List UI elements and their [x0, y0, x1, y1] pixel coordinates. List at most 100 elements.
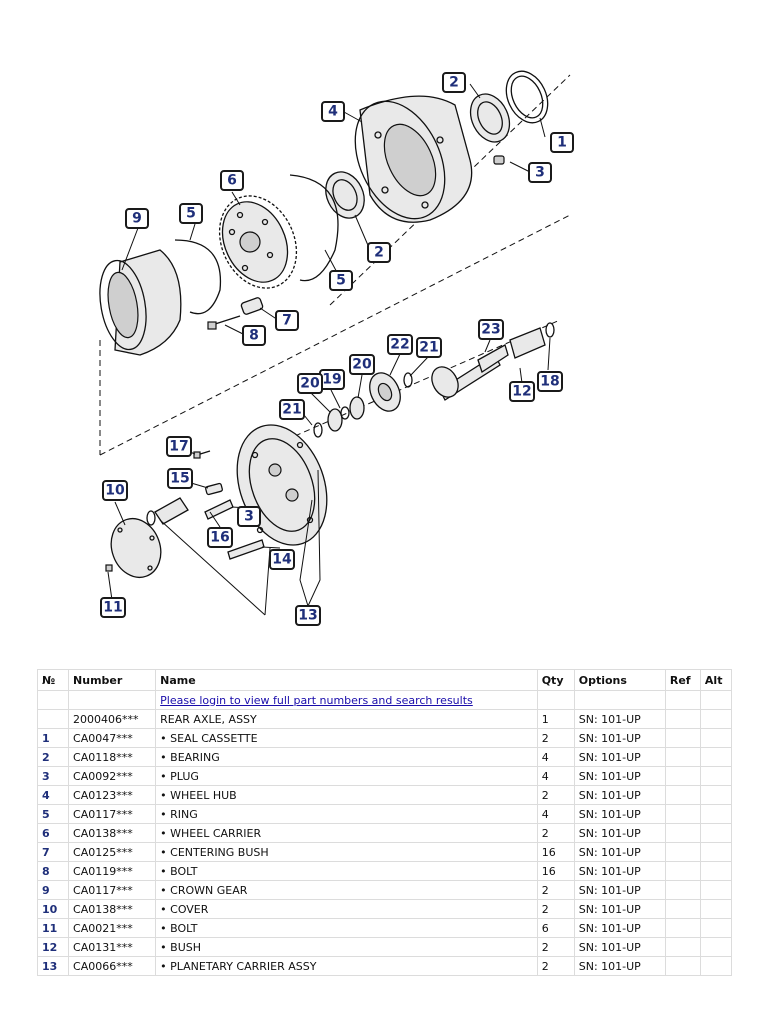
cell-options: SN: 101-UP: [573, 747, 666, 767]
cell-number: 2000406***: [68, 709, 157, 729]
svg-text:1: 1: [557, 135, 567, 151]
cell-qty: 2: [536, 880, 575, 900]
ring-shape-left: [174, 239, 222, 315]
cell-qty: 2: [536, 785, 575, 805]
cell-options: SN: 101-UP: [573, 842, 666, 862]
callout-7: 7: [275, 310, 299, 331]
wheel-carrier-shape: [218, 195, 298, 289]
cell-options: SN: 101-UP: [573, 899, 666, 919]
cell-alt: [699, 785, 733, 805]
cell-ref: [664, 785, 701, 805]
login-row-cell: [36, 690, 70, 710]
cell-qty: 2: [536, 823, 575, 843]
svg-text:15: 15: [170, 471, 189, 487]
cell-options: SN: 101-UP: [573, 937, 666, 957]
login-row-cell: [664, 690, 701, 710]
callout-8: 8: [242, 325, 266, 346]
svg-text:17: 17: [169, 439, 188, 455]
cell-index: 4: [36, 785, 70, 805]
parts-table: № Number Name Qty Options Ref Alt Please…: [36, 669, 733, 976]
pin-shape-15: [205, 482, 223, 496]
svg-text:21: 21: [282, 402, 301, 418]
cell-index: 5: [36, 804, 70, 824]
cell-number: CA0123***: [68, 785, 157, 805]
cell-name: • BEARING: [155, 747, 538, 767]
cell-alt: [699, 747, 733, 767]
cell-ref: [664, 766, 701, 786]
cell-number: CA0138***: [68, 823, 157, 843]
bearing-shape-middle: [325, 171, 365, 219]
cell-options: SN: 101-UP: [573, 918, 666, 938]
svg-text:6: 6: [227, 173, 237, 189]
svg-text:2: 2: [374, 245, 384, 261]
callout-19: 19: [319, 369, 345, 390]
login-row: Please login to view full part numbers a…: [36, 690, 733, 710]
cell-index: 6: [36, 823, 70, 843]
cell-qty: 4: [536, 766, 575, 786]
svg-text:23: 23: [481, 322, 500, 338]
callout-10: 10: [102, 480, 128, 501]
login-link[interactable]: Please login to view full part numbers a…: [160, 693, 473, 707]
cell-alt: [699, 823, 733, 843]
cell-ref: [664, 804, 701, 824]
cell-ref: [664, 880, 701, 900]
header-index: №: [36, 669, 70, 691]
cell-options: SN: 101-UP: [573, 861, 666, 881]
cell-ref: [664, 747, 701, 767]
cell-ref: [664, 899, 701, 919]
washer-shape-18: [545, 322, 555, 338]
svg-text:12: 12: [512, 384, 531, 400]
svg-text:7: 7: [282, 313, 292, 329]
cell-name: • CENTERING BUSH: [155, 842, 538, 862]
callout-14: 14: [269, 549, 295, 570]
header-qty: Qty: [536, 669, 575, 691]
cell-options: SN: 101-UP: [573, 709, 666, 729]
cell-alt: [699, 861, 733, 881]
cell-qty: 2: [536, 899, 575, 919]
login-row-cell: [573, 690, 666, 710]
bearing-shape-top: [469, 93, 511, 143]
cell-alt: [699, 880, 733, 900]
svg-text:20: 20: [300, 376, 320, 392]
cell-ref: [664, 937, 701, 957]
header-ref: Ref: [664, 669, 701, 691]
bush-shape: [509, 327, 546, 359]
cell-qty: 6: [536, 918, 575, 938]
callout-2-middle: 2: [367, 242, 391, 263]
cell-options: SN: 101-UP: [573, 956, 666, 976]
leader-lines: [107, 83, 551, 616]
cell-ref: [664, 709, 701, 729]
cell-options: SN: 101-UP: [573, 804, 666, 824]
callout-3-top: 3: [528, 162, 552, 183]
cell-number: CA0047***: [68, 728, 157, 748]
cell-name: • PLANETARY CARRIER ASSY: [155, 956, 538, 976]
cell-ref: [664, 823, 701, 843]
callout-5-right: 5: [329, 270, 353, 291]
svg-text:19: 19: [322, 372, 341, 388]
svg-text:9: 9: [132, 211, 142, 227]
shaft-shape: [431, 344, 509, 401]
callout-11: 11: [100, 597, 126, 618]
cell-name: • WHEEL CARRIER: [155, 823, 538, 843]
cell-index: 13: [36, 956, 70, 976]
cell-alt: [699, 766, 733, 786]
svg-text:11: 11: [103, 600, 122, 616]
cell-alt: [699, 937, 733, 957]
plug-shape: [493, 155, 505, 165]
cell-number: CA0125***: [68, 842, 157, 862]
callout-13: 13: [295, 605, 321, 626]
cell-name: • SEAL CASSETTE: [155, 728, 538, 748]
bolt-shape-upper: [207, 315, 241, 330]
cell-name: • COVER: [155, 899, 538, 919]
callout-1: 1: [550, 132, 574, 153]
cell-alt: [699, 842, 733, 862]
